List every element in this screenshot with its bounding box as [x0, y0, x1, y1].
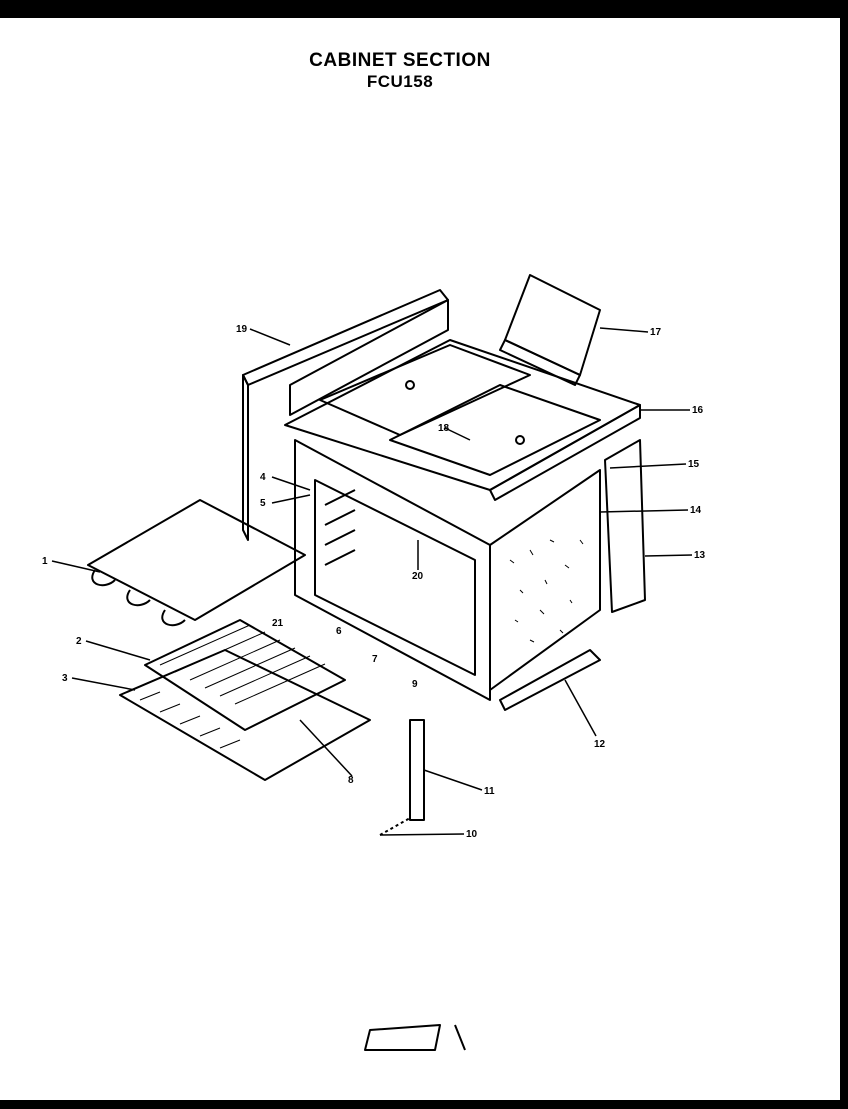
- callout-6: 6: [336, 626, 342, 637]
- top-trim: [489, 404, 641, 501]
- callout-2: 2: [76, 636, 82, 647]
- callout-3: 3: [62, 673, 68, 684]
- diagram-page: [0, 18, 840, 1100]
- callout-13: 13: [694, 550, 706, 561]
- callout-20: 20: [412, 571, 424, 582]
- callout-8: 8: [348, 775, 354, 786]
- callout-19: 19: [236, 324, 248, 335]
- oven-rack: [144, 619, 346, 731]
- callout-5: 5: [260, 498, 266, 509]
- model-number: FCU158: [366, 72, 434, 91]
- hinge-bracket: [409, 719, 425, 821]
- oven-cavity-opening: [314, 479, 476, 676]
- callout-16: 16: [692, 405, 704, 416]
- diagram-title: CABINET SECTION: [309, 50, 491, 71]
- callout-12: 12: [594, 739, 606, 750]
- callout-18: 18: [438, 423, 450, 434]
- cabinet-back-frame: [289, 299, 449, 416]
- scan-artifact: [364, 1024, 466, 1051]
- broil-tray: [119, 649, 371, 781]
- callout-4: 4: [260, 472, 266, 483]
- rear-insulation-panel: [242, 289, 449, 386]
- callout-1: 1: [42, 556, 48, 567]
- callout-21: 21: [272, 618, 284, 629]
- oven-front-frame: [294, 439, 491, 701]
- callout-17: 17: [650, 327, 662, 338]
- outer-side-panel: [604, 439, 646, 613]
- callout-9: 9: [412, 679, 418, 690]
- insulation-texture: [509, 539, 584, 643]
- callout-10: 10: [466, 829, 478, 840]
- leader-lines: [51, 327, 693, 836]
- callout-14: 14: [690, 505, 702, 516]
- broil-pan: [87, 499, 306, 621]
- callout-7: 7: [372, 654, 378, 665]
- callout-15: 15: [688, 459, 700, 470]
- bottom-panel: [499, 649, 601, 711]
- callout-11: 11: [484, 786, 495, 797]
